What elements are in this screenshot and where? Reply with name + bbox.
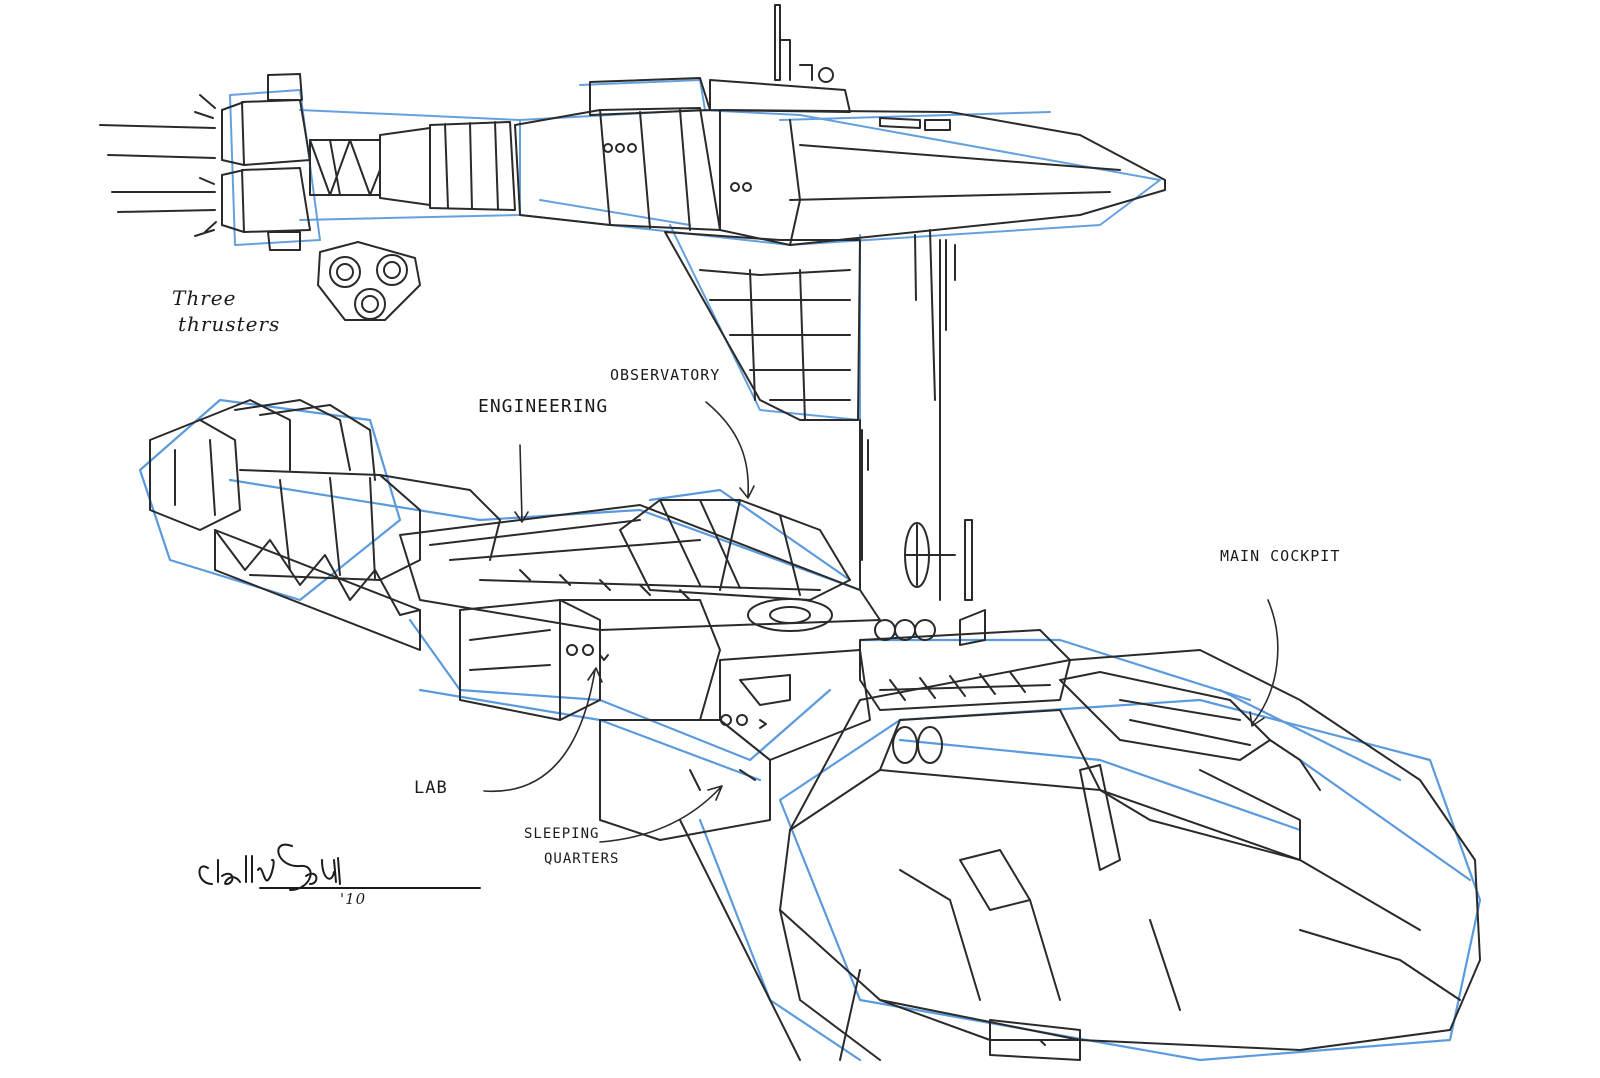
three-thrusters-label-line1: Three xyxy=(172,286,237,310)
artist-signature xyxy=(198,843,481,891)
signature-year: '10 xyxy=(340,890,367,908)
sleeping-quarters-label-line2: QUARTERS xyxy=(544,851,620,867)
main-cockpit-label: MAIN COCKPIT xyxy=(1220,547,1341,565)
engineering-label: ENGINEERING xyxy=(478,396,609,417)
three-thrusters-label-line2: thrusters xyxy=(178,312,281,336)
lab-label: LAB xyxy=(414,778,448,798)
connecting-pylon xyxy=(859,239,941,601)
sleeping-quarters-label-line1: SLEEPING xyxy=(524,826,600,842)
side-view-ship xyxy=(99,4,1166,421)
perspective-view-ship xyxy=(138,398,1482,1062)
observatory-label: OBSERVATORY xyxy=(610,366,721,384)
